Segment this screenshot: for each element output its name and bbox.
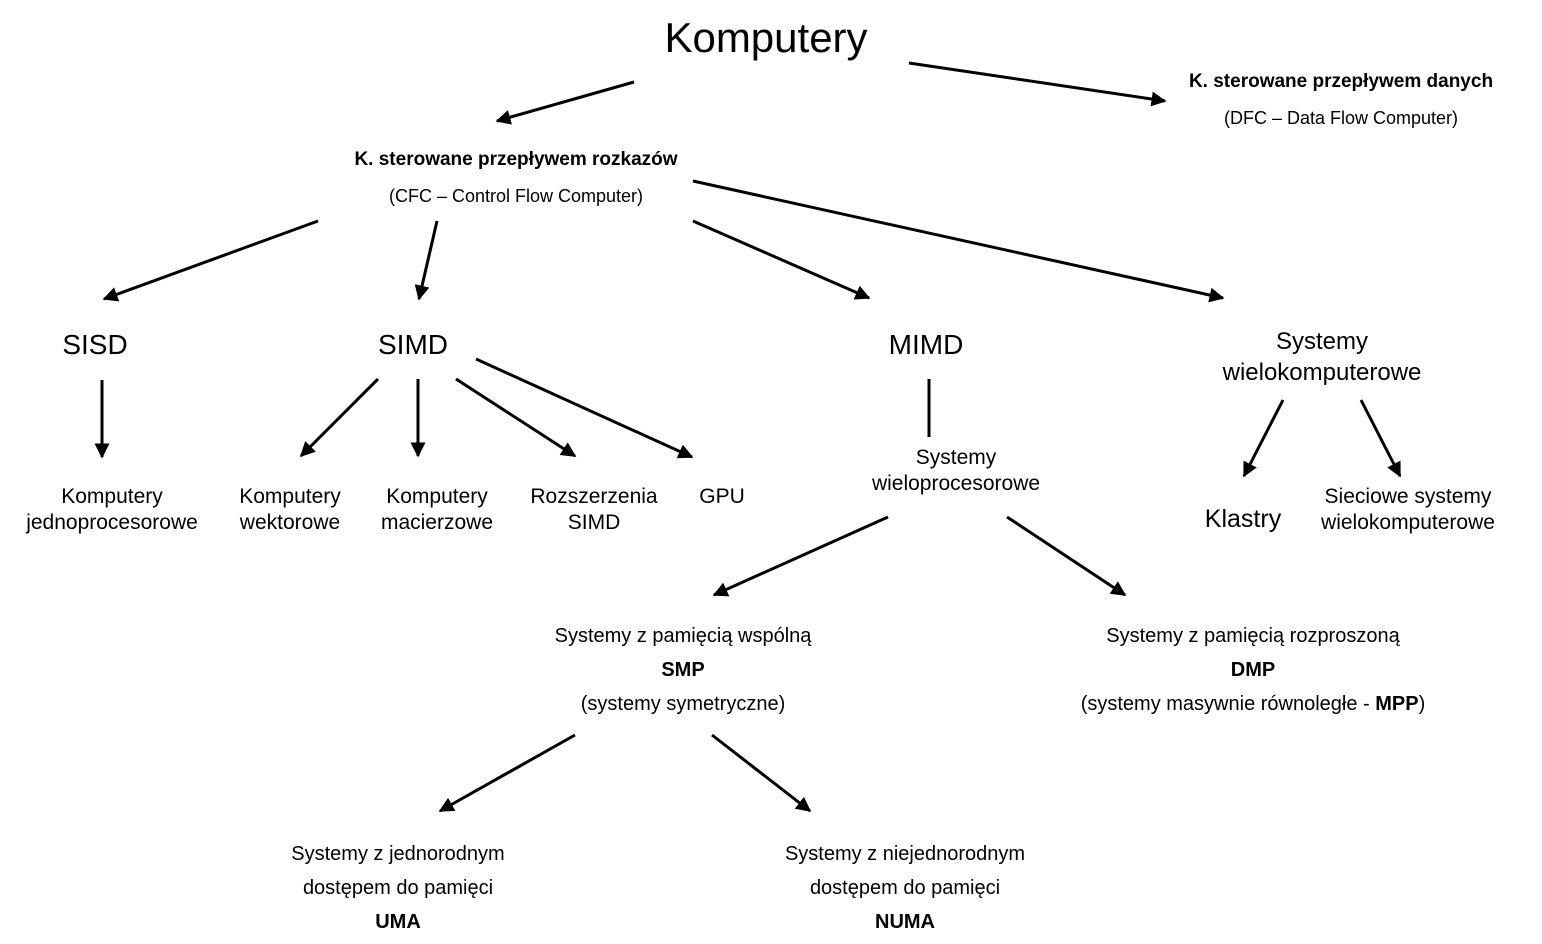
node-netmulti-line2: wielokomputerowe <box>1321 511 1495 534</box>
node-multicomp: Systemy wielokomputerowe <box>1172 326 1472 388</box>
node-cfc-sub: (CFC – Control Flow Computer) <box>388 186 644 206</box>
node-clusters-label: Klastry <box>1204 505 1282 533</box>
node-cfc-label: K. sterowane przepływem rozkazów <box>354 149 678 170</box>
node-uniproc: Komputery jednoprocesorowe <box>2 484 222 536</box>
edge-cfc-sisd <box>102 219 319 302</box>
node-root-label: Komputery <box>664 14 868 61</box>
node-dfc-label: K. sterowane przepływem danych <box>1188 71 1494 92</box>
node-mimd-label: MIMD <box>888 329 964 360</box>
node-cfc: K. sterowane przepływem rozkazów (CFC – … <box>316 142 716 214</box>
node-root: Komputery <box>566 14 966 62</box>
node-multiproc-line1: Systemy <box>915 446 997 469</box>
edge-shared-uma <box>438 733 576 813</box>
edge-root-cfc <box>495 80 635 125</box>
node-vector-line1: Komputery <box>239 485 341 508</box>
node-netmulti-line1: Sieciowe systemy <box>1324 485 1492 508</box>
node-uniproc-line2: jednoprocesorowe <box>26 511 198 534</box>
node-shared-abbr: SMP <box>661 659 705 681</box>
node-matrix-line1: Komputery <box>386 485 488 508</box>
node-sisd: SISD <box>15 329 175 361</box>
node-gpu-label: GPU <box>699 485 745 508</box>
node-numa-line1: Systemy z niejednorodnym <box>784 843 1026 865</box>
node-simdext-line2: SIMD <box>567 511 621 534</box>
node-multicomp-line1: Systemy <box>1275 328 1368 355</box>
edge-cfc-multicomp <box>692 179 1225 303</box>
node-simd: SIMD <box>333 329 493 361</box>
edge-simd-vector <box>299 377 380 458</box>
node-distributed: Systemy z pamięcią rozproszoną DMP (syst… <box>1043 619 1463 721</box>
edge-simd-simdext <box>455 377 577 458</box>
node-mimd: MIMD <box>846 329 1006 361</box>
edge-multiproc-shared <box>712 515 889 597</box>
node-shared: Systemy z pamięcią wspólną SMP (systemy … <box>508 619 858 721</box>
node-multicomp-line2: wielokomputerowe <box>1222 359 1422 386</box>
node-dfc-sub: (DFC – Data Flow Computer) <box>1223 108 1459 128</box>
edge-multiproc-distributed <box>1006 515 1127 597</box>
node-simdext-line1: Rozszerzenia <box>530 485 658 508</box>
node-uniproc-line1: Komputery <box>61 485 163 508</box>
node-dfc: K. sterowane przepływem danych (DFC – Da… <box>1141 64 1541 136</box>
node-simdext: Rozszerzenia SIMD <box>514 484 674 536</box>
node-netmulti: Sieciowe systemy wielokomputerowe <box>1298 484 1518 536</box>
edge-root-dfc <box>908 61 1167 107</box>
node-vector-line2: wektorowe <box>239 511 341 534</box>
edge-simd-gpu <box>475 357 694 459</box>
node-distributed-line3: (systemy masywnie równoległe - MPP) <box>1043 687 1463 721</box>
node-sisd-label: SISD <box>62 329 128 360</box>
edge-cfc-mimd <box>692 219 871 300</box>
node-simd-label: SIMD <box>378 329 448 360</box>
node-numa-line2: dostępem do pamięci <box>809 877 1001 899</box>
edge-multicomp-clusters <box>1242 399 1285 478</box>
node-shared-line1: Systemy z pamięcią wspólną <box>554 625 812 647</box>
node-multiproc: Systemy wieloprocesorowe <box>846 445 1066 497</box>
node-uma-abbr: UMA <box>375 911 421 933</box>
node-uma-line1: Systemy z jednorodnym <box>291 843 505 865</box>
node-distributed-line3-suffix: ) <box>1418 693 1426 715</box>
node-uma-line2: dostępem do pamięci <box>302 877 494 899</box>
node-distributed-line3-prefix: (systemy masywnie równoległe - <box>1080 693 1376 715</box>
node-distributed-line3-bold: MPP <box>1375 693 1419 715</box>
edge-multicomp-netmulti <box>1359 399 1402 478</box>
node-uma: Systemy z jednorodnym dostępem do pamięc… <box>248 837 548 939</box>
node-numa: Systemy z niejednorodnym dostępem do pam… <box>745 837 1065 939</box>
edge-shared-numa <box>711 733 812 813</box>
node-distributed-abbr: DMP <box>1230 659 1276 681</box>
node-shared-line3: (systemy symetryczne) <box>580 693 786 715</box>
node-multiproc-line2: wieloprocesorowe <box>871 472 1041 495</box>
node-vector: Komputery wektorowe <box>215 484 365 536</box>
node-matrix: Komputery macierzowe <box>362 484 512 536</box>
edge-cfc-simd <box>414 220 439 301</box>
node-matrix-line2: macierzowe <box>380 511 494 534</box>
node-gpu: GPU <box>682 484 762 510</box>
node-distributed-line1: Systemy z pamięcią rozproszoną <box>1106 625 1400 647</box>
node-clusters: Klastry <box>1183 504 1303 534</box>
node-numa-abbr: NUMA <box>875 911 935 933</box>
